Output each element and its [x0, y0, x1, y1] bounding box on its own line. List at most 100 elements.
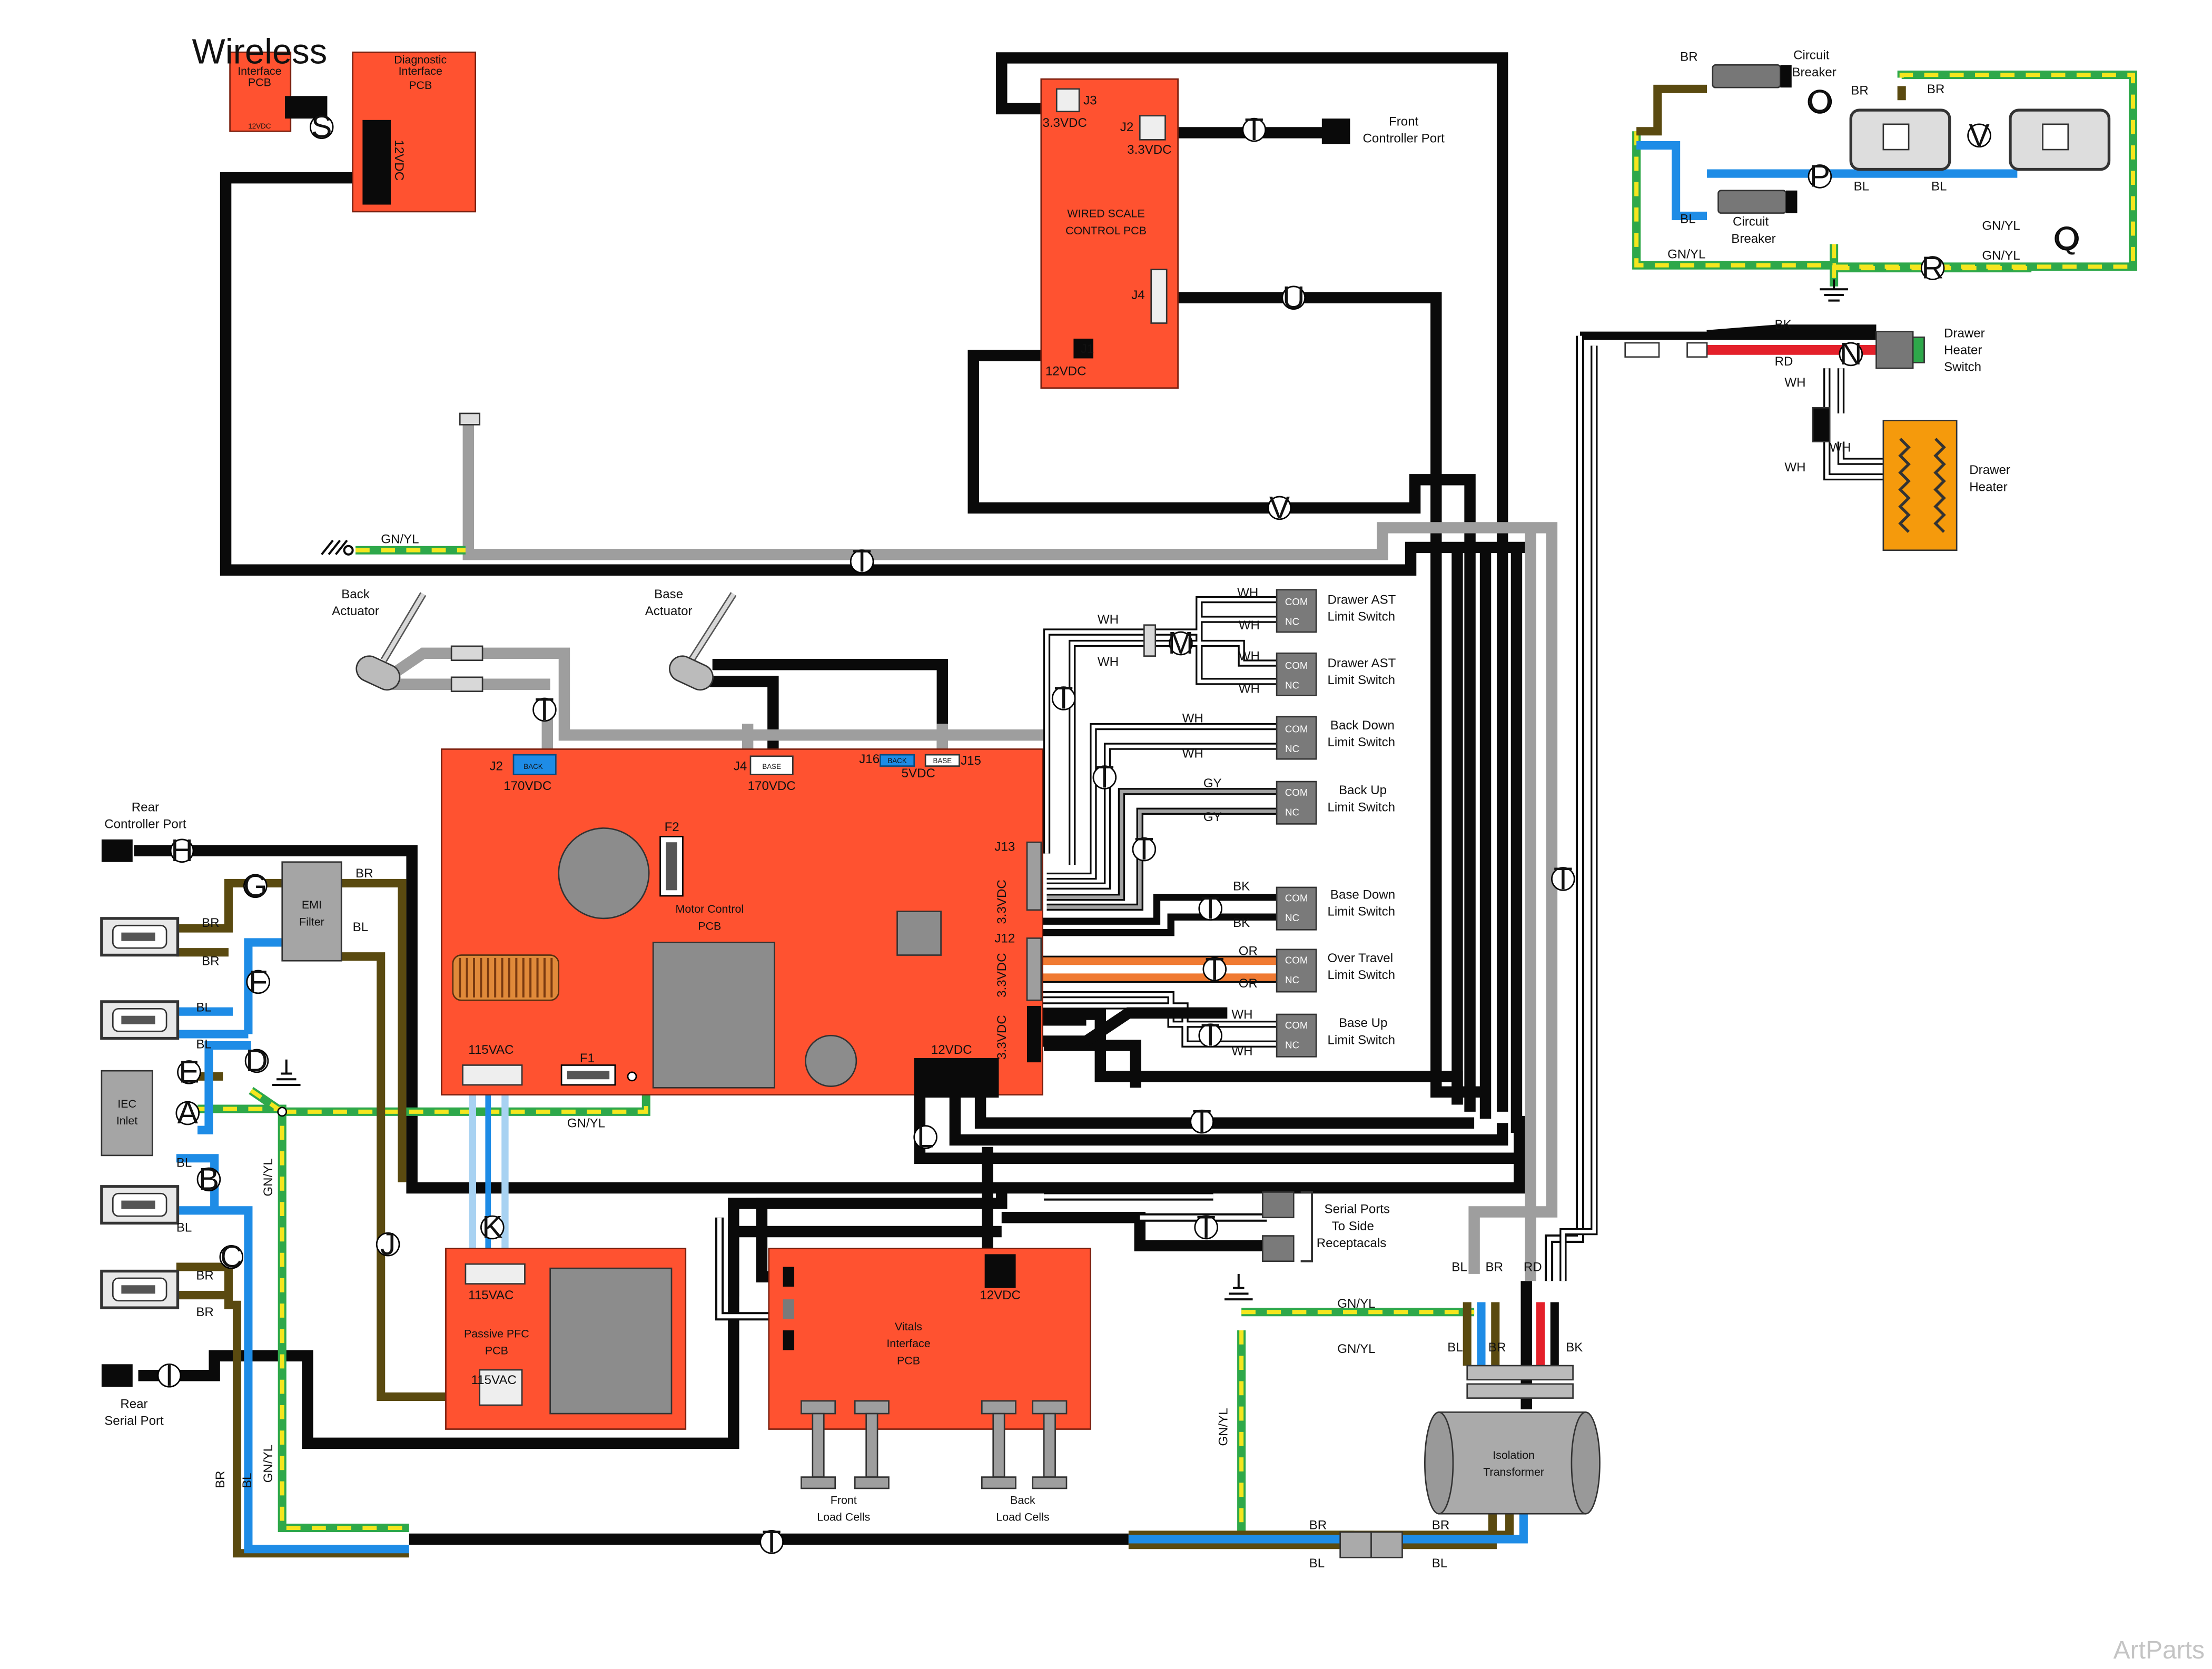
callout-c: C	[219, 1240, 244, 1274]
motor-pcb-f2: F2	[665, 820, 679, 834]
callout-letter: V	[1269, 491, 1290, 525]
switch-label: Drawer AST	[1328, 656, 1396, 670]
wire-label: BR	[1309, 1518, 1327, 1533]
callout-j: J	[376, 1227, 400, 1261]
back-cells-label: Back	[1010, 1494, 1035, 1506]
iec-inlet-label: IEC	[117, 1098, 136, 1110]
wireless-pcb-label: Wireless	[192, 32, 328, 72]
wire-label: BL	[176, 1156, 192, 1170]
callout-letter: A	[177, 1096, 199, 1130]
motor-pcb-j2-voltage: 170VDC	[503, 779, 551, 793]
wire-label: WH	[1784, 376, 1805, 390]
wire-label: RD	[1524, 1260, 1542, 1275]
callout-q: Q	[2055, 221, 2079, 255]
switch-label: Limit Switch	[1328, 735, 1396, 749]
base-actuator-shape	[669, 592, 737, 691]
scale-pcb-title: WIRED SCALE	[1067, 208, 1145, 220]
wire-label: WH	[1239, 649, 1260, 664]
switch-label: Drawer AST	[1328, 593, 1396, 607]
wire-label: BL	[1309, 1556, 1325, 1571]
motor-pcb-chip-small	[896, 911, 942, 956]
transformer-label: Isolation	[1493, 1449, 1535, 1461]
limit-switch-bodies	[1276, 589, 1317, 1058]
motor-pcb-inductor-coils	[459, 957, 553, 998]
wire-label: WH	[1098, 655, 1119, 669]
outlet-receptacles	[100, 917, 180, 1309]
diagnostic-pcb-label: Interface	[399, 65, 442, 77]
wire-label: BR	[1488, 1340, 1506, 1355]
motor-pcb-j4-tag: BASE	[762, 763, 781, 771]
wire-label: WH	[1231, 1044, 1252, 1059]
callout-letter: S	[311, 110, 332, 144]
heater-label: Heater	[1969, 480, 2007, 494]
pfc-title: PCB	[485, 1345, 508, 1357]
diagnostic-pcb-voltage: 12VDC	[392, 140, 406, 181]
diagnostic-pcb-label: Diagnostic	[394, 54, 447, 66]
motor-pcb-j16: J16	[859, 752, 880, 766]
front-port-label: Front	[1389, 115, 1419, 129]
front-controller-port	[1321, 118, 1350, 144]
motor-pcb-j4: J4	[734, 759, 747, 774]
wire-label: BL	[1447, 1340, 1463, 1355]
front-cells-label: Front	[831, 1494, 857, 1506]
back-cells-label: Load Cells	[996, 1511, 1049, 1524]
wire-label: GN/YL	[1982, 249, 2020, 263]
wire-label: BL	[353, 920, 368, 934]
wire-label: WH	[1239, 618, 1260, 633]
wire-label: BL	[196, 1001, 211, 1015]
callout-letter: L	[917, 1120, 934, 1154]
wire-label: GN/YL	[1337, 1297, 1375, 1311]
wire-label: GN/YL	[261, 1445, 275, 1483]
junction-dot	[277, 1107, 288, 1117]
callout-i: I	[157, 1358, 182, 1393]
callout-l: L	[913, 1120, 937, 1154]
wire-label: BL	[1432, 1556, 1447, 1571]
ground-symbols	[272, 279, 1848, 1301]
heater-wires	[1545, 324, 1909, 1281]
front-cells-label: Load Cells	[817, 1511, 870, 1524]
breaker-top-label: Breaker	[1792, 65, 1836, 80]
back-actuator-label: Back	[341, 587, 370, 601]
vitals-voltage: 12VDC	[980, 1288, 1021, 1302]
iec-inlet-label: Inlet	[116, 1114, 138, 1127]
callout-t: T	[1198, 1019, 1222, 1053]
callout-b: B	[196, 1162, 221, 1197]
wire-label: GY	[1203, 776, 1222, 791]
wire-label: BL	[196, 1037, 211, 1051]
callout-k: K	[480, 1210, 505, 1245]
callout-n: N	[1839, 337, 1863, 371]
wire-label: GN/YL	[1982, 219, 2020, 233]
back-actuator-label: Actuator	[332, 604, 379, 618]
switch-com: COM	[1285, 660, 1308, 671]
fuse-f1	[560, 1064, 616, 1086]
wire-label: WH	[1182, 712, 1203, 726]
pfc-title: Passive PFC	[464, 1327, 529, 1340]
callout-letter: H	[171, 834, 193, 868]
heater-switch-label: Switch	[1944, 360, 1981, 374]
motor-pcb-inductor	[452, 954, 560, 1001]
callout-letter: M	[1168, 626, 1193, 660]
rear-controller-port	[101, 839, 133, 862]
switch-label: Limit Switch	[1328, 610, 1396, 624]
serial-side-receptacles	[1261, 1191, 1314, 1262]
callout-g: G	[243, 869, 268, 903]
wire-label: BK	[1566, 1340, 1583, 1355]
callout-letter: E	[179, 1055, 199, 1089]
vitals-title: Interface	[886, 1337, 930, 1350]
switch-com: COM	[1285, 955, 1308, 966]
wire-label: GN/YL	[261, 1158, 275, 1196]
scale-pcb-j3: J3	[1083, 93, 1097, 107]
wire-label: BL	[1451, 1260, 1467, 1275]
callout-letter: T	[853, 545, 872, 579]
motor-pcb-115v: 115VAC	[468, 1043, 514, 1057]
switch-label: Over Travel	[1328, 951, 1394, 965]
motor-pcb-capacitor	[558, 827, 650, 920]
motor-pcb-j12-voltage: 3.3VDC	[995, 953, 1009, 998]
vitals-title: PCB	[897, 1354, 920, 1367]
callout-t: T	[532, 693, 557, 727]
switch-label: Base Down	[1330, 887, 1395, 902]
watermark: ArtParts	[2113, 1636, 2205, 1664]
callout-letter: T	[1134, 832, 1153, 866]
wire-label: BR	[213, 1471, 228, 1488]
